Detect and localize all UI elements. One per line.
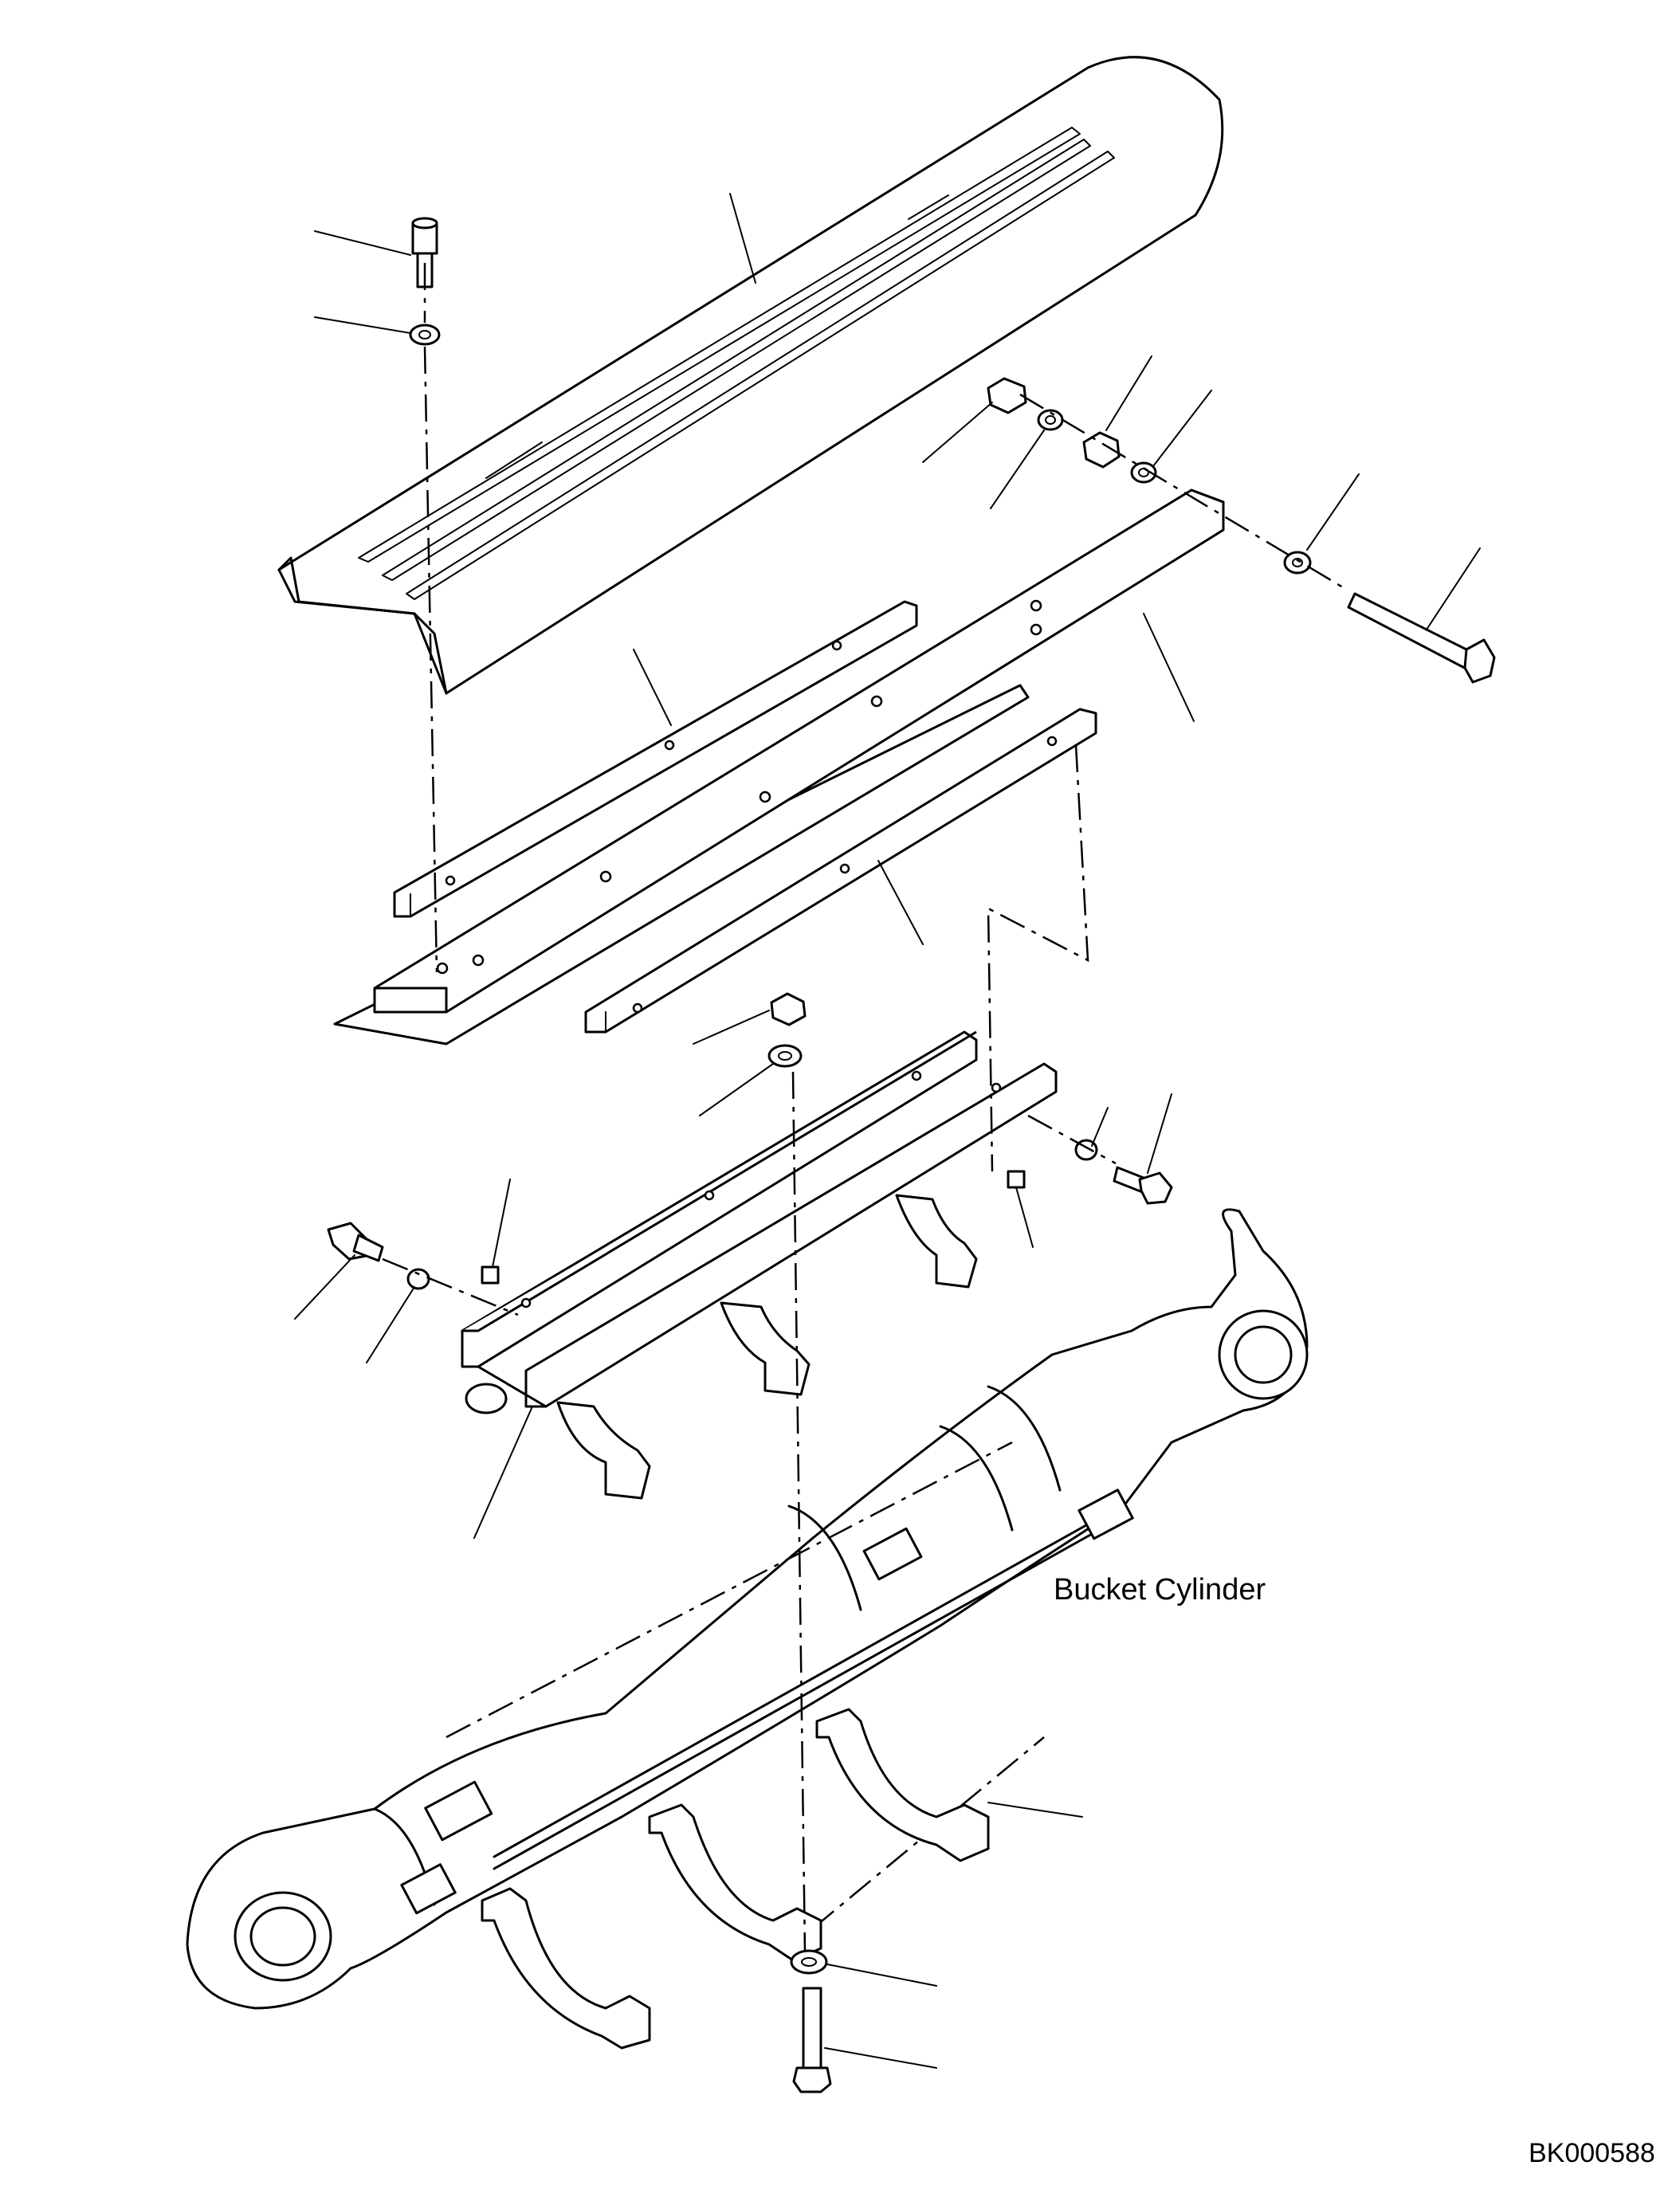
hex-nut-upper-right [987,377,1027,414]
washer-upper-right-2 [1130,461,1157,484]
grease-fitting-left [481,1265,500,1285]
grease-fitting-right [1007,1170,1026,1189]
lower-rail [584,708,1097,1034]
washer-lower [790,1949,828,1975]
leader-lines [294,193,1481,2069]
hex-bolt-lower [792,1987,832,2093]
mounting-bracket-assembly [461,1030,1058,1500]
drawing-code-label: BK000588 [1529,2138,1655,2168]
washer-left [406,1268,430,1290]
cylinder-guard-cover [277,56,1224,695]
washer-upper-left [409,324,441,346]
washer-upper-right-3 [1283,551,1312,575]
hex-nut-upper-right-2 [1082,431,1121,469]
nut-middle [770,992,807,1026]
long-hex-bolt [1347,592,1496,684]
cap-screw-right [1113,1166,1173,1205]
saddle-clamp-lower-2 [648,1803,822,1962]
washer-middle [767,1044,803,1068]
cap-screw-left [327,1222,384,1262]
assembly-name-label: Bucket Cylinder [1054,1573,1266,1607]
saddle-clamp-lower-1 [481,1887,651,2050]
upper-rail [393,600,918,918]
saddle-clamp-lower-3 [815,1708,990,1862]
main-beam [373,488,1225,1014]
bucket-cylinder [186,1208,1309,2010]
alignment-lines [382,263,1348,1953]
